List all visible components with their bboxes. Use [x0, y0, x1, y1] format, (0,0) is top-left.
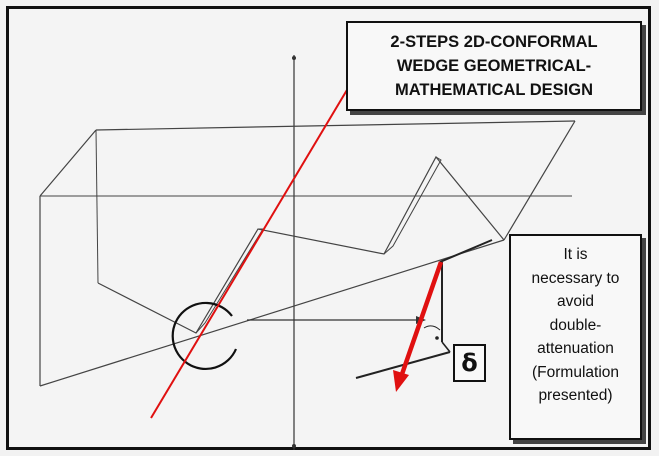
note-line-7: presented): [538, 387, 613, 404]
delta-label: δ: [453, 344, 486, 382]
wedge-step-1-face: [195, 228, 264, 334]
vertical-axis-bottom-dot: [292, 444, 296, 448]
note-line-1: It is: [563, 246, 588, 263]
wedge-back-top-edge: [95, 120, 576, 131]
detail-red-arrowhead: [393, 370, 409, 392]
note-line-5: attenuation: [537, 340, 614, 357]
detail-circle: [171, 301, 238, 371]
note-box: It is necessary to avoid double- attenua…: [509, 234, 642, 440]
detail-upper-surface: [439, 239, 493, 263]
wedge-right-edge: [503, 120, 576, 241]
note-line-4: double-: [549, 316, 602, 334]
detail-red-arrow-shaft: [398, 261, 444, 378]
title-line-2: WEDGE GEOMETRICAL-: [396, 57, 592, 75]
wedge-bottom-edge: [39, 239, 505, 387]
wedge-left-back-edge: [39, 129, 97, 197]
note-line-6: (Formulation: [532, 363, 619, 381]
red-ray: [150, 32, 382, 419]
detail-connector: [441, 341, 451, 353]
note-line-2: necessary to: [531, 269, 620, 287]
vertical-axis-top-dot: [292, 56, 296, 60]
wedge-stepped-surface: [97, 155, 505, 334]
wedge-inner-back-edge: [95, 129, 99, 284]
wedge-step-2-face: [383, 156, 442, 255]
title-box: 2-STEPS 2D-CONFORMAL WEDGE GEOMETRICAL- …: [346, 21, 642, 111]
title-line-1: 2-STEPS 2D-CONFORMAL: [390, 33, 598, 51]
title-line-3: MATHEMATICAL DESIGN: [395, 81, 593, 99]
note-line-3: avoid: [556, 293, 595, 310]
detail-angle-arc: [423, 325, 441, 331]
detail-angle-dot: [435, 336, 439, 340]
